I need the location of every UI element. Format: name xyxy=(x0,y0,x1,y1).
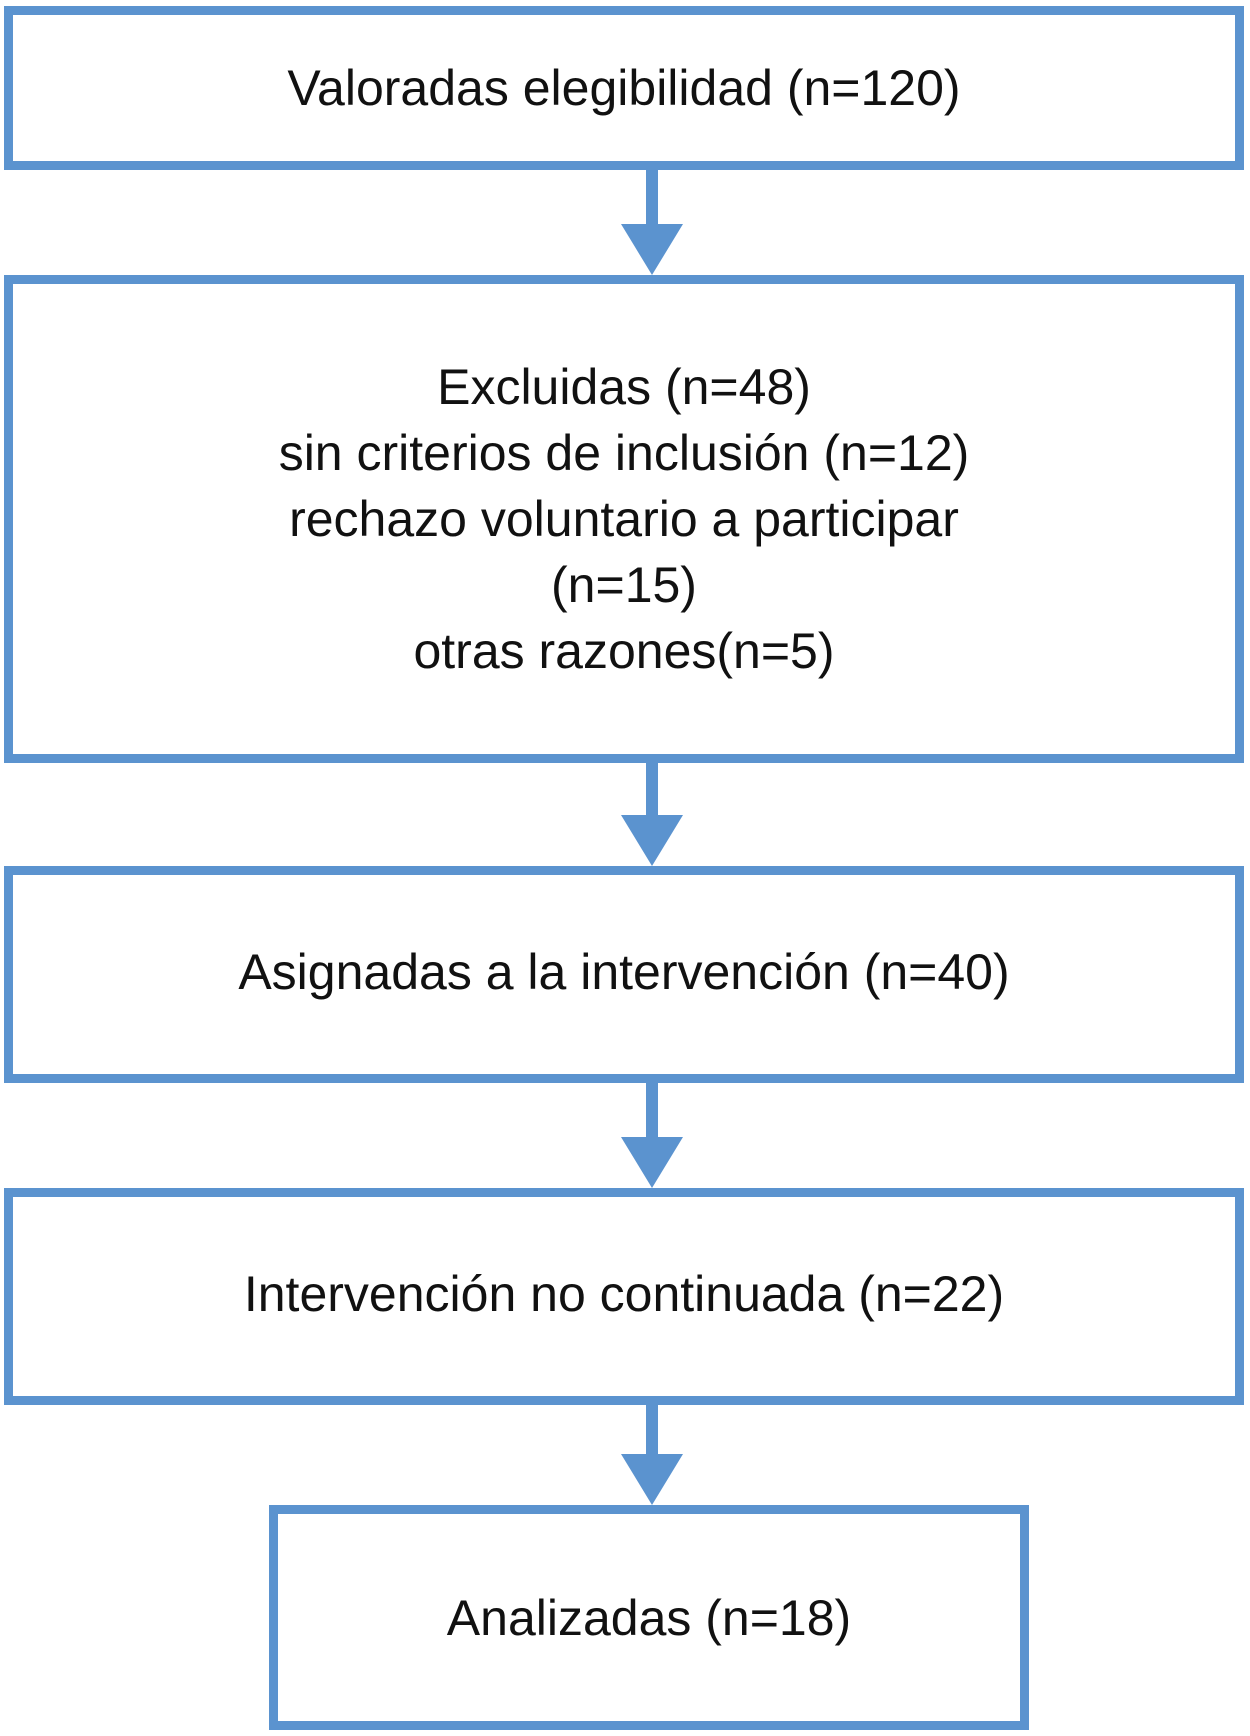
arrow-1 xyxy=(621,170,683,275)
step-analyzed-text: Analizadas (n=18) xyxy=(446,1589,852,1646)
step-eligibility-box: Valoradas elegibilidad (n=120) xyxy=(4,6,1244,170)
step-discontinued-text: Intervención no continuada (n=22) xyxy=(243,1265,1005,1322)
step-discontinued-box: Intervención no continuada (n=22) xyxy=(4,1188,1244,1405)
excluded-refusal-count-text: (n=15) xyxy=(551,557,697,613)
excluded-other-text: otras razones(n=5) xyxy=(413,623,835,679)
excluded-total-text: Excluidas (n=48) xyxy=(437,359,811,415)
step-assigned-text: Asignadas a la intervención (n=40) xyxy=(238,943,1010,1000)
step-eligibility-text: Valoradas elegibilidad (n=120) xyxy=(287,60,961,116)
arrow-2 xyxy=(621,763,683,866)
excluded-refusal-text: rechazo voluntario a participar xyxy=(289,491,959,547)
excluded-no-criteria-text: sin criterios de inclusión (n=12) xyxy=(278,425,970,481)
step-assigned-box: Asignadas a la intervención (n=40) xyxy=(4,866,1244,1083)
step-excluded-box: Excluidas (n=48) sin criterios de inclus… xyxy=(4,275,1244,763)
arrow-4 xyxy=(621,1405,683,1505)
step-analyzed-box: Analizadas (n=18) xyxy=(269,1505,1029,1730)
arrow-3 xyxy=(621,1083,683,1188)
